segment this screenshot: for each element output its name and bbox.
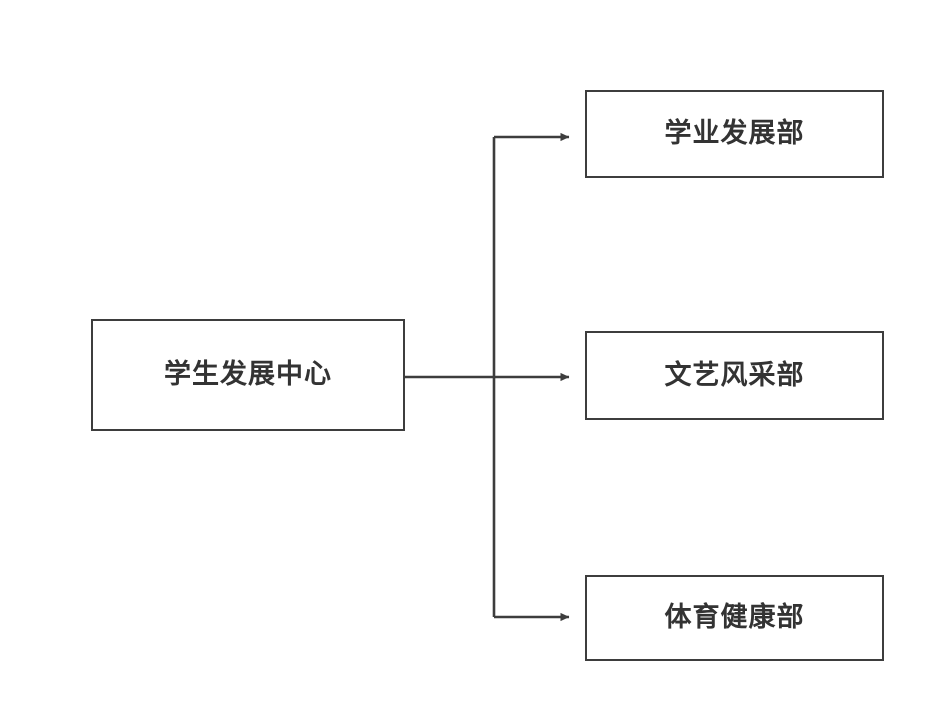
node-root-label: 学生发展中心 bbox=[164, 359, 332, 391]
node-root[interactable]: 学生发展中心 bbox=[91, 319, 405, 431]
node-child-sports[interactable]: 体育健康部 bbox=[585, 575, 884, 661]
node-child-arts-label: 文艺风采部 bbox=[664, 359, 805, 391]
node-child-arts[interactable]: 文艺风采部 bbox=[585, 331, 884, 420]
node-child-academic-label: 学业发展部 bbox=[664, 118, 805, 150]
node-child-academic[interactable]: 学业发展部 bbox=[585, 90, 884, 178]
node-child-sports-label: 体育健康部 bbox=[664, 602, 805, 634]
